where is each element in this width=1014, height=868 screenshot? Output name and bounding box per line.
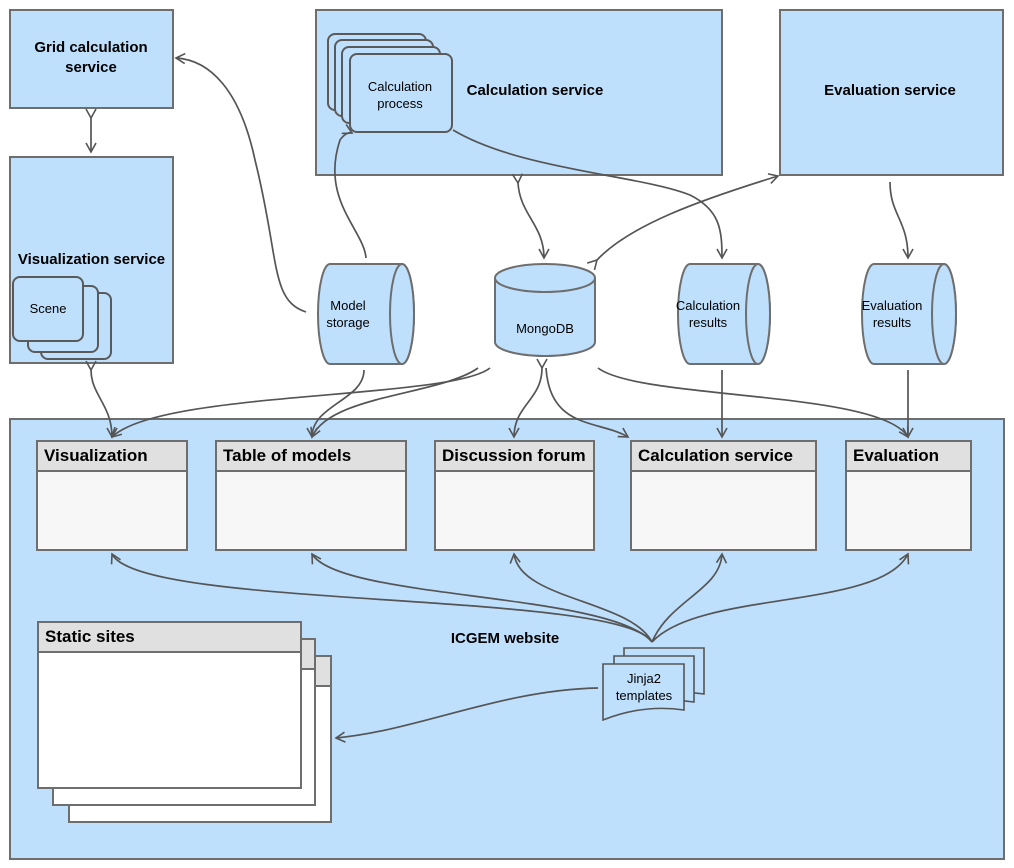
page-table-of-models-title: Table of models	[217, 442, 405, 472]
grid-calculation-service	[9, 9, 174, 109]
page-calculation-service: Calculation service	[630, 440, 817, 551]
mongodb-label: MongoDB	[516, 321, 574, 336]
calculation-process-card	[349, 53, 453, 133]
visualization-service-label: Visualization service	[17, 251, 166, 268]
static-sites: Static sites	[37, 621, 302, 789]
page-evaluation-title: Evaluation	[847, 442, 970, 472]
calculation-process-label: Calculation process	[367, 79, 433, 111]
mongodb-cylinder	[494, 263, 596, 357]
page-table-of-models: Table of models	[215, 440, 407, 551]
model-storage-label: Model storage	[326, 298, 370, 330]
scene-card	[12, 276, 84, 342]
evaluation-service-label: Evaluation service	[824, 82, 956, 99]
static-sites-title: Static sites	[39, 623, 300, 653]
page-visualization: Visualization	[36, 440, 188, 551]
jinja2-templates-label: Jinja2 templates	[615, 671, 673, 703]
page-discussion-forum-title: Discussion forum	[436, 442, 593, 472]
evaluation-results-label: Evaluation results	[861, 298, 923, 330]
page-discussion-forum: Discussion forum	[434, 440, 595, 551]
scene-label: Scene	[29, 301, 67, 316]
evaluation-service	[779, 9, 1004, 176]
page-calculation-service-title: Calculation service	[632, 442, 815, 472]
calculation-service-label: Calculation service	[466, 82, 604, 99]
calculation-results-label: Calculation results	[675, 298, 741, 330]
icgem-website-label: ICGEM website	[450, 630, 560, 647]
grid-calculation-service-label: Grid calculation service	[34, 39, 148, 76]
page-evaluation: Evaluation	[845, 440, 972, 551]
page-visualization-title: Visualization	[38, 442, 186, 472]
